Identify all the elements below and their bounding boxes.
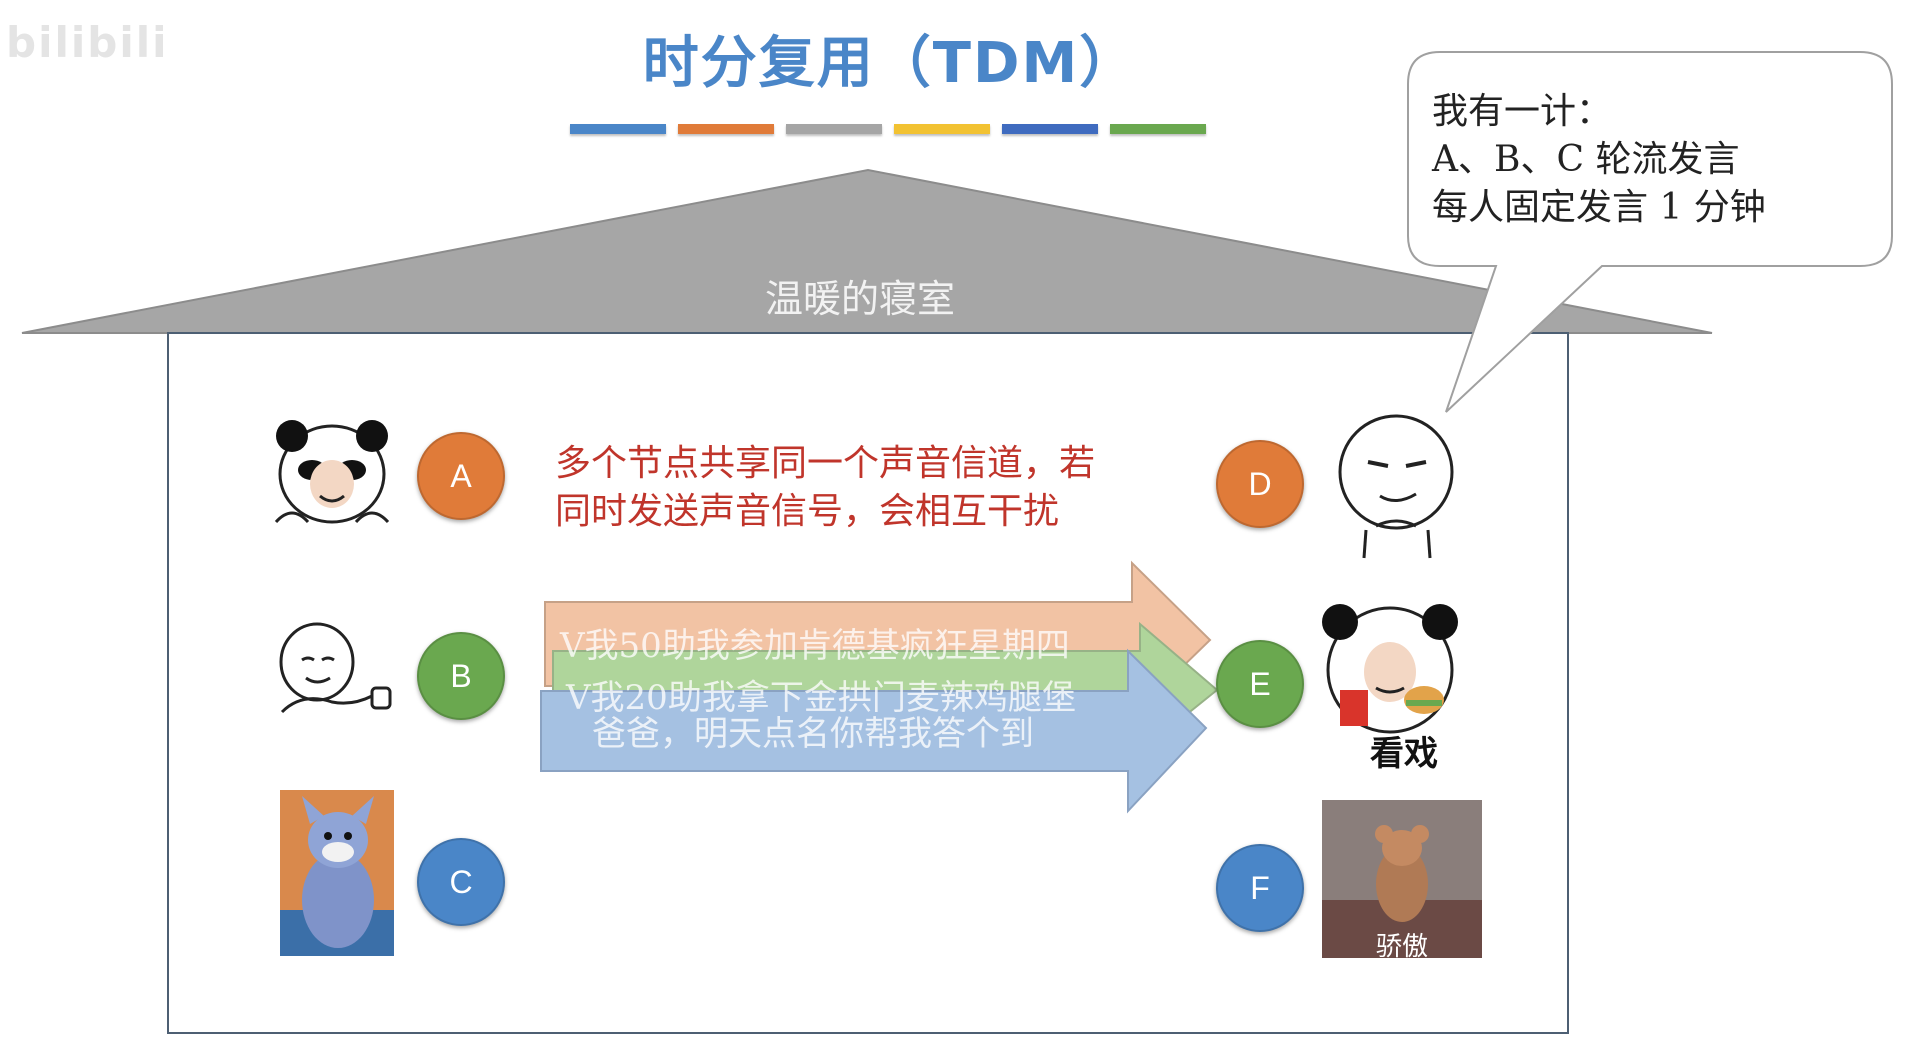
avatar-f-mouse <box>1322 800 1482 958</box>
watermark: bilibili <box>6 18 169 67</box>
interference-note: 多个节点共享同一个声音信道，若 同时发送声音信号，会相互干扰 <box>555 440 1095 536</box>
speech-bubble <box>1407 51 1893 413</box>
speech-line: 我有一计： <box>1432 91 1613 132</box>
arrow-C <box>540 648 1208 814</box>
avatar-b-thumbs-up <box>279 622 392 714</box>
node-c: C <box>417 838 505 926</box>
speech-line: 每人固定发言 1 分钟 <box>1432 187 1766 228</box>
color-bar-segment <box>678 124 774 134</box>
color-bar-segment <box>894 124 990 134</box>
message-b: V我20助我拿下金拱门麦辣鸡腿堡 <box>566 678 1076 718</box>
node-a: A <box>417 432 505 520</box>
color-bar-segment <box>1110 124 1206 134</box>
message-a: V我50助我参加肯德基疯狂星期四 <box>560 626 1070 666</box>
note-line: 多个节点共享同一个声音信道，若 <box>555 443 1096 484</box>
avatar-d-face <box>1338 414 1454 559</box>
avatar-c-cat <box>280 790 394 956</box>
color-bar-segment <box>570 124 666 134</box>
avatar-a-panda <box>274 420 390 524</box>
color-bar-segment <box>1002 124 1098 134</box>
message-arrows <box>540 560 1219 814</box>
title-color-bar <box>570 124 1206 134</box>
speech-bubble-text: 我有一计： A、B、C 轮流发言 每人固定发言 1 分钟 <box>1432 88 1766 232</box>
note-line: 同时发送声音信号，会相互干扰 <box>555 491 1060 532</box>
meme-caption-e: 看戏 <box>1370 734 1438 774</box>
speech-line: A、B、C 轮流发言 <box>1432 139 1740 180</box>
page-title: 时分复用（TDM） <box>642 31 1138 96</box>
message-c: 爸爸，明天点名你帮我答个到 <box>592 714 1034 754</box>
node-d: D <box>1216 440 1304 528</box>
node-f: F <box>1216 844 1304 932</box>
avatar-e-panda <box>1322 604 1458 734</box>
meme-caption-f: 骄傲 <box>1376 932 1429 962</box>
color-bar-segment <box>786 124 882 134</box>
roof-label: 温暖的寝室 <box>764 277 955 321</box>
node-e: E <box>1216 640 1304 728</box>
node-b: B <box>417 632 505 720</box>
